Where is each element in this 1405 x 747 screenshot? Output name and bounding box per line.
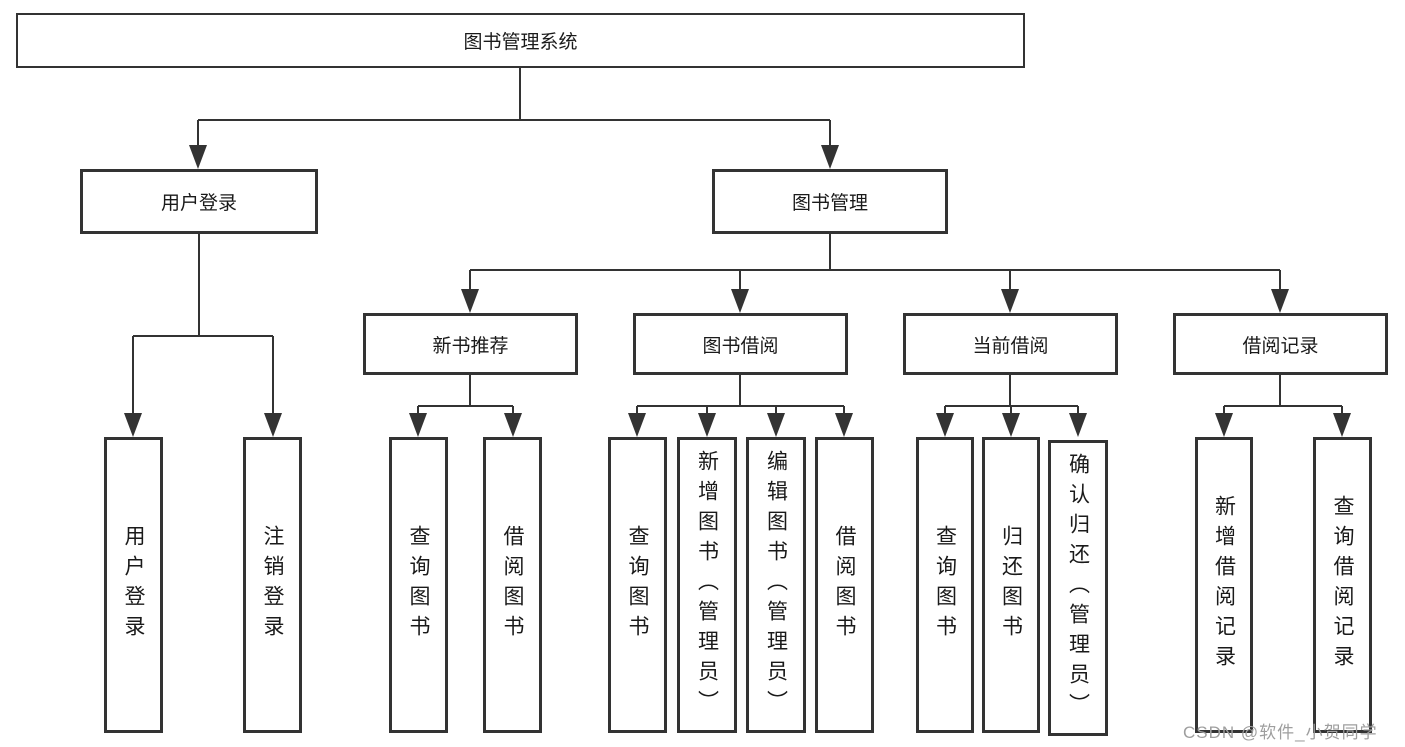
leaf-bb-add-book: 新增图书（管理员） [677,437,737,733]
node-user-login: 用户登录 [80,169,318,234]
node-book-mgmt: 图书管理 [712,169,948,234]
csdn-watermark: CSDN @软件_小贺同学 [1183,723,1378,742]
node-root-system: 图书管理系统 [16,13,1025,68]
leaf-logout: 注销登录 [243,437,302,733]
connector-lines [132,68,1343,418]
leaf-rec-borrow-book: 借阅图书 [483,437,542,733]
leaf-cb-query-book: 查询图书 [916,437,974,733]
leaf-user-login: 用户登录 [104,437,163,733]
node-current-borrow: 当前借阅 [903,313,1118,375]
node-borrow-records: 借阅记录 [1173,313,1388,375]
leaf-bb-query-book: 查询图书 [608,437,667,733]
leaf-rec-query-book: 查询图书 [389,437,448,733]
arrowhead-icons [124,145,1351,437]
leaf-bb-edit-book: 编辑图书（管理员） [746,437,806,733]
leaf-br-query-record: 查询借阅记录 [1313,437,1372,733]
leaf-br-add-record: 新增借阅记录 [1195,437,1253,733]
leaf-cb-return-book: 归还图书 [982,437,1040,733]
node-new-book-rec: 新书推荐 [363,313,578,375]
leaf-cb-confirm-return: 确认归还（管理员） [1048,440,1108,736]
leaf-bb-borrow-book: 借阅图书 [815,437,874,733]
node-book-borrow: 图书借阅 [633,313,848,375]
